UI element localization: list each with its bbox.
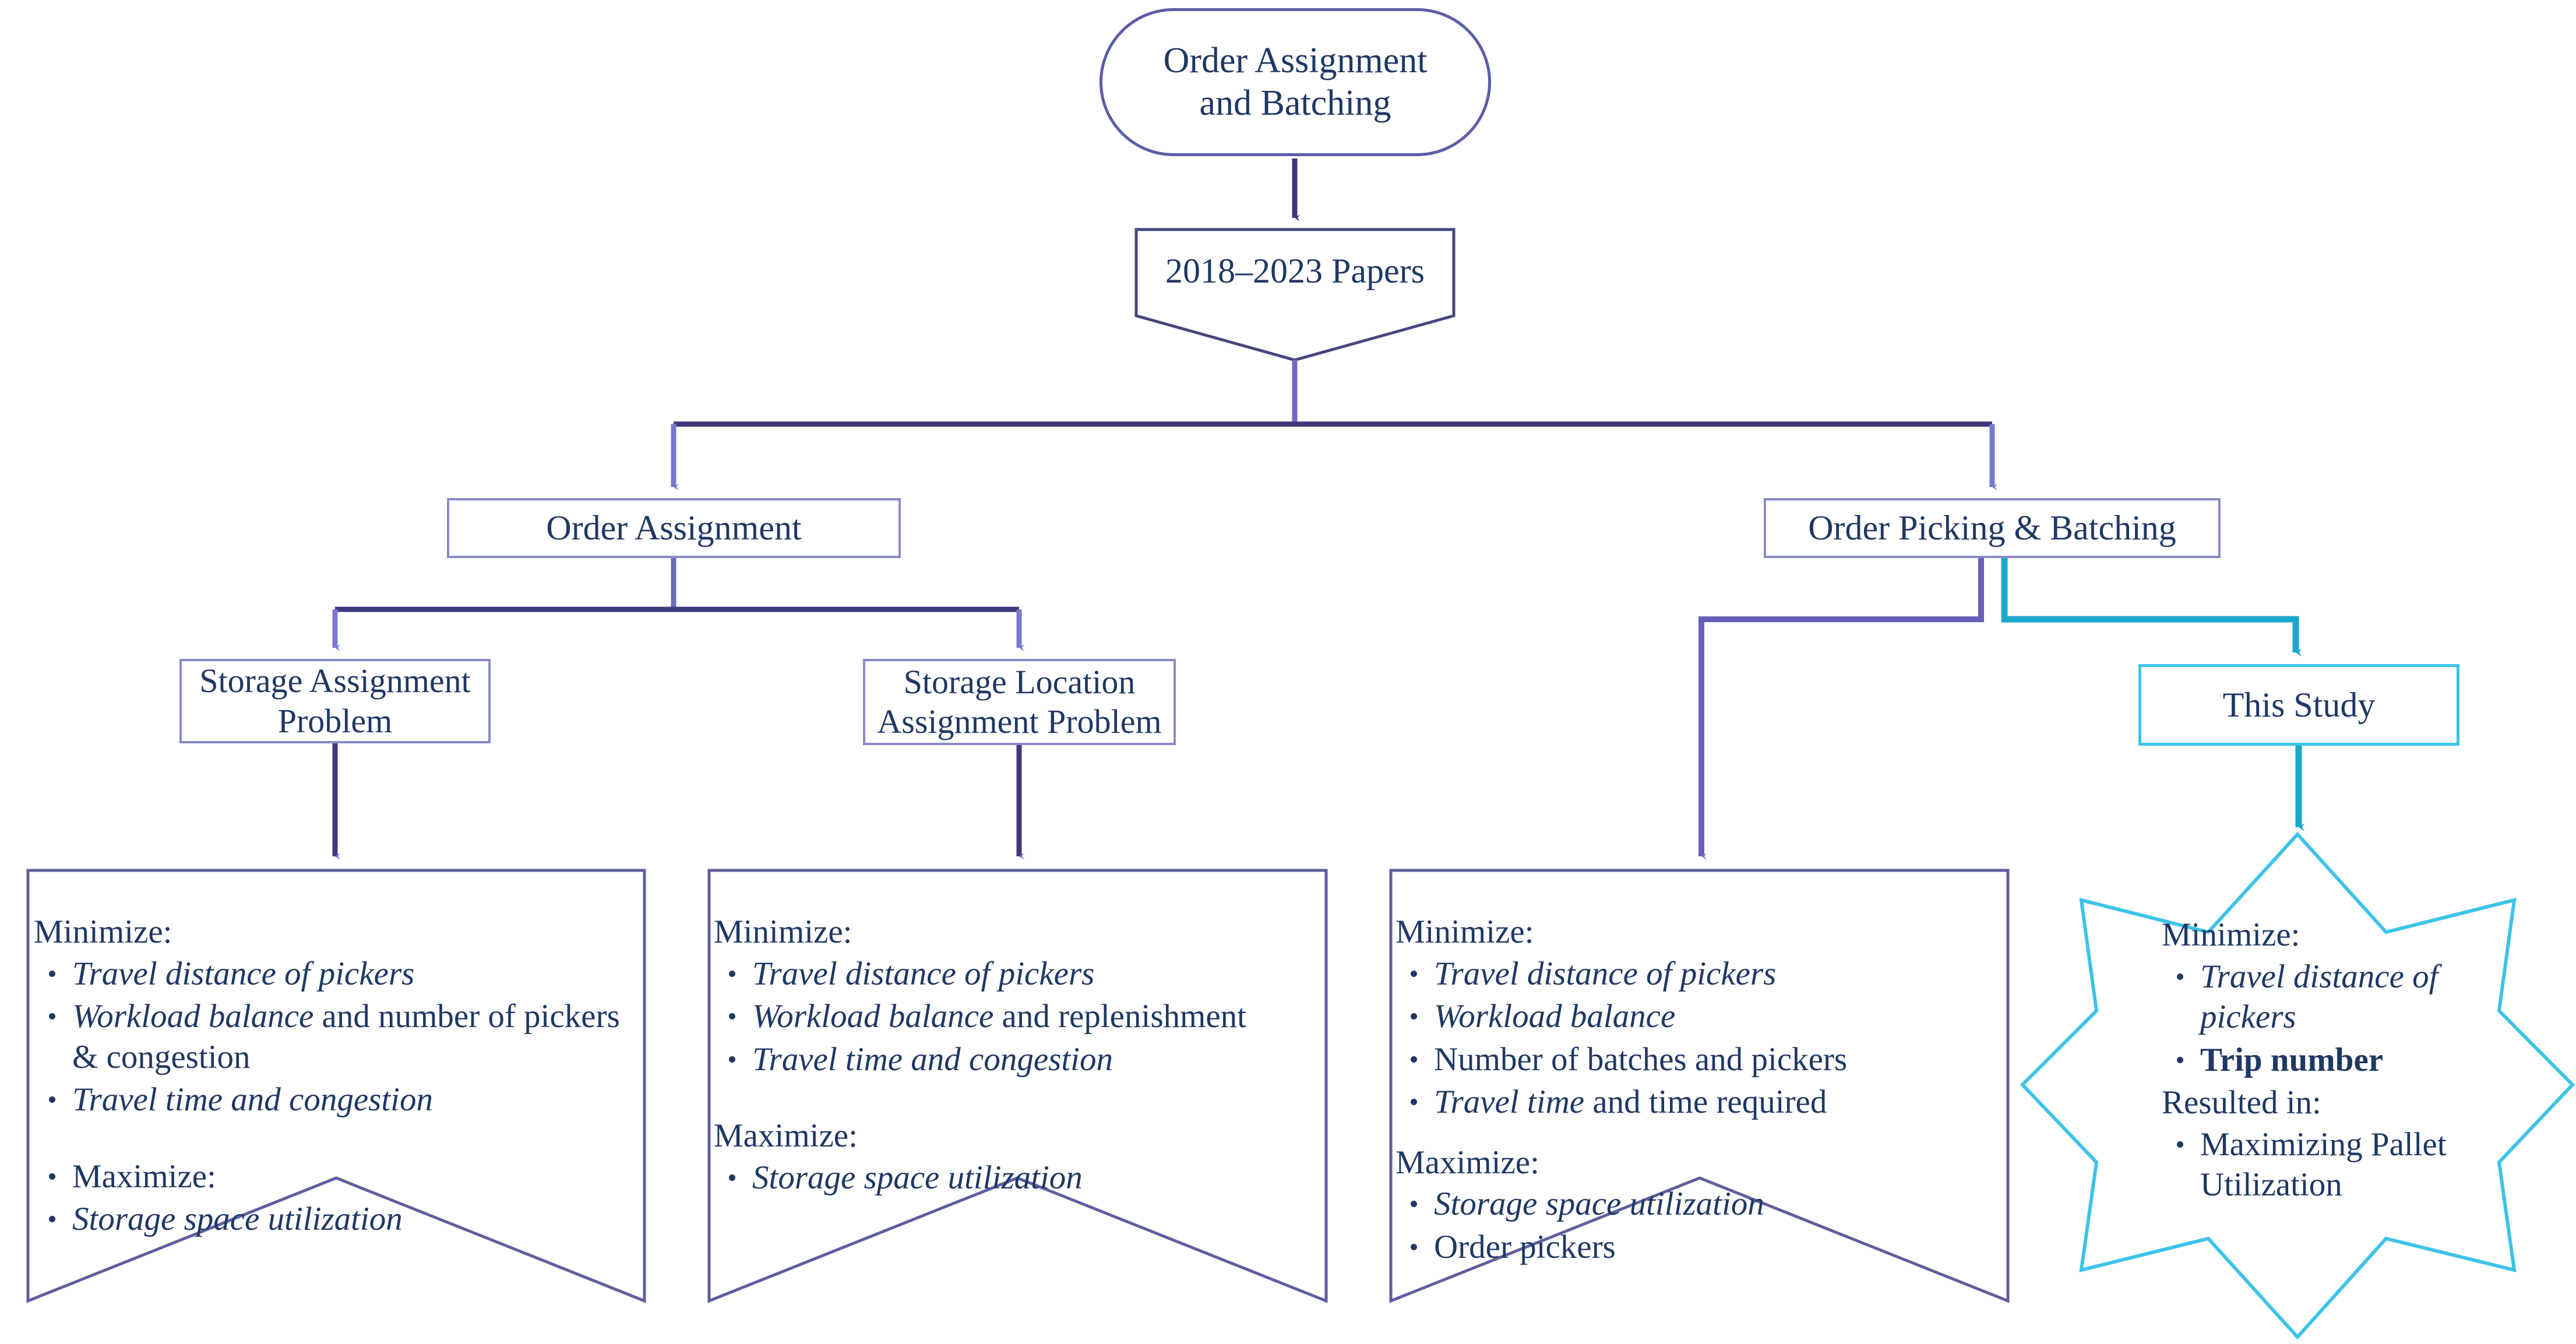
list-item: Travel distance of pickers <box>729 954 1320 994</box>
maximize-list: Storage space utilization <box>714 1158 1320 1198</box>
list-item: Workload balance <box>1411 996 2001 1037</box>
edge-order-picking-split <box>1698 558 2302 860</box>
banner-text-run: and time required <box>1584 1084 1827 1121</box>
banner-shape-3 <box>1389 869 2010 1303</box>
node-slap-line1: Storage Location <box>903 662 1136 701</box>
node-storage-assignment-problem[interactable]: Storage Assignment Problem <box>179 659 491 743</box>
list-item: Workload balance and number of pickers &… <box>49 996 634 1077</box>
banner-text-run: Maximize: <box>72 1158 216 1195</box>
banner-text-run: Travel distance of pickers <box>72 955 415 992</box>
banner-text-run: and number of pickers & congestion <box>72 998 620 1075</box>
resulted-in-list: Maximizing Pallet Utilization <box>2162 1124 2465 1205</box>
banner-text-run: Workload balance <box>72 998 314 1035</box>
node-order-picking-and-batching[interactable]: Order Picking & Batching <box>1764 498 2221 558</box>
resulted-in-header: Resulted in: <box>2162 1084 2321 1121</box>
node-order-assignment-label: Order Assignment <box>546 509 802 548</box>
minimize-header: Minimize: <box>34 913 172 950</box>
edge-order-assignment-split <box>332 558 1024 651</box>
list-item: Maximizing Pallet Utilization <box>2177 1124 2465 1205</box>
minimize-header: Minimize: <box>1396 913 1534 950</box>
banner-text-run: Order pickers <box>1434 1228 1616 1265</box>
minimize-header: Minimize: <box>2162 916 2300 953</box>
node-slap-line2: Assignment Problem <box>877 703 1162 740</box>
list-item: Number of batches and pickers <box>1411 1039 2001 1080</box>
node-storage-location-assignment-problem[interactable]: Storage Location Assignment Problem <box>863 659 1176 745</box>
list-item: Storage space utilization <box>49 1199 634 1240</box>
banner-shape-2 <box>707 869 1328 1303</box>
banner-text-run: Travel time and congestion <box>72 1081 434 1119</box>
maximize-list: Maximize: Storage space utilization <box>34 1156 634 1240</box>
minimize-header: Minimize: <box>714 913 852 950</box>
banner-text-run: Travel distance of pickers <box>2200 958 2438 1036</box>
list-item: Order pickers <box>1411 1227 2001 1268</box>
list-item: Travel distance of pickers <box>2177 957 2465 1038</box>
banner-shape-1 <box>26 869 646 1303</box>
node-root-order-assignment-and-batching[interactable]: Order Assignment and Batching <box>1100 8 1491 156</box>
banner-text-run: Storage space utilization <box>1434 1186 1764 1223</box>
node-order-assignment[interactable]: Order Assignment <box>447 498 901 558</box>
list-item: Storage space utilization <box>729 1158 1320 1198</box>
banner-text-run: Maximizing Pallet Utilization <box>2200 1126 2447 1204</box>
list-item: Maximize: <box>49 1156 634 1197</box>
list-item: Travel distance of pickers <box>1411 954 2001 994</box>
banner-text-run: Trip number <box>2200 1041 2384 1078</box>
banner-text-run: Storage space utilization <box>752 1159 1083 1196</box>
banner-text-run: Storage space utilization <box>72 1201 403 1238</box>
banner-shape-4-star <box>2020 831 2575 1340</box>
list-item: Workload balance and replenishment <box>729 996 1320 1037</box>
banner-text-run: Workload balance <box>1434 998 1676 1035</box>
list-item: Trip number <box>2177 1040 2465 1081</box>
banner-text-run: Travel time <box>1434 1084 1585 1121</box>
node-root-line1: Order Assignment <box>1163 40 1428 80</box>
maximize-header: Maximize: <box>1396 1144 1539 1181</box>
node-order-picking-label: Order Picking & Batching <box>1808 509 2176 548</box>
node-sap-line2: Problem <box>277 701 393 740</box>
node-this-study[interactable]: This Study <box>2138 664 2459 746</box>
banner-text-run: and replenishment <box>993 998 1246 1035</box>
edge-papers-split <box>671 360 1997 491</box>
node-root-line2: and Batching <box>1199 83 1391 123</box>
node-this-study-label: This Study <box>2222 685 2376 724</box>
maximize-header: Maximize: <box>714 1117 858 1155</box>
banner-text-run: Workload balance <box>752 998 994 1035</box>
node-papers-label: 2018–2023 Papers <box>1165 251 1425 290</box>
papers-pentagon-shape <box>1134 228 1456 362</box>
list-item: Storage space utilization <box>1411 1184 2001 1225</box>
node-sap-line1: Storage Assignment <box>199 662 471 700</box>
banner-text-run: Travel distance of pickers <box>752 955 1095 992</box>
list-item: Travel time and time required <box>1411 1082 2001 1123</box>
list-item: Travel time and congestion <box>729 1039 1320 1080</box>
banner-text-run: Travel distance of pickers <box>1434 955 1777 992</box>
banner-text-run: Number of batches and pickers <box>1434 1040 1848 1078</box>
banner-text-run: Travel time and congestion <box>752 1040 1113 1078</box>
list-item: Travel distance of pickers <box>49 954 634 994</box>
list-item: Travel time and congestion <box>49 1080 634 1120</box>
node-papers-2018-2023[interactable]: 2018–2023 Papers <box>1136 230 1454 346</box>
